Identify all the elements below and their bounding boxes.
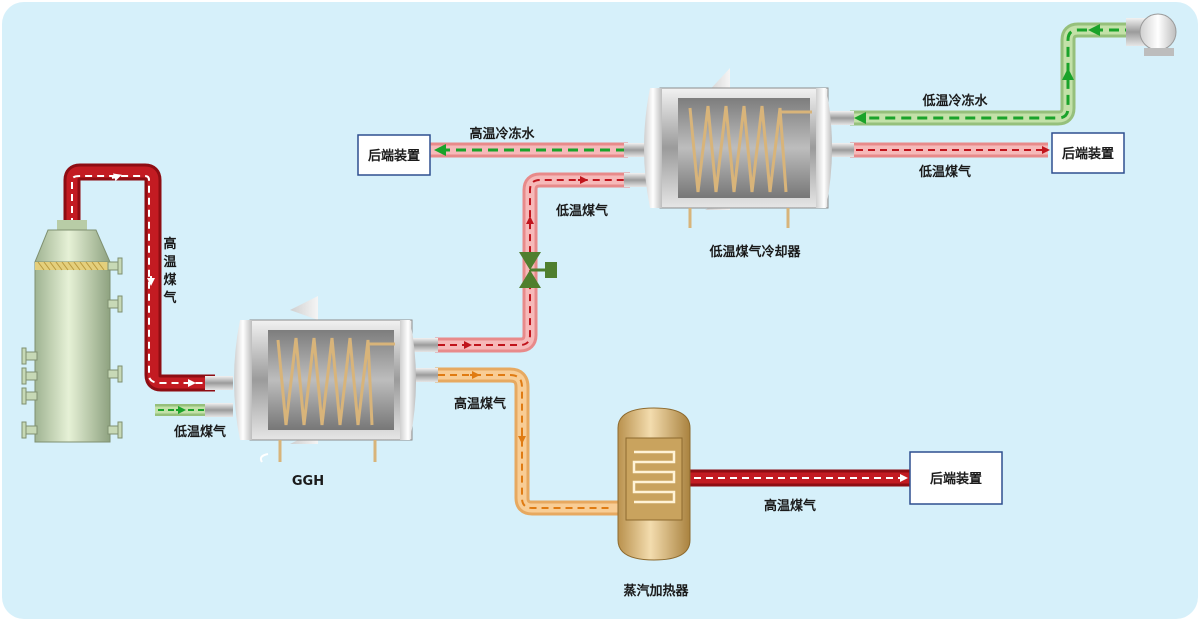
back-device-box-top-left: 后端装置 [357, 134, 431, 176]
cooler-exchanger [624, 68, 854, 228]
scrubber-tower [21, 220, 123, 443]
arrow-icon [111, 173, 122, 182]
back-device-label: 后端装置 [368, 148, 420, 164]
pump-icon [1126, 13, 1177, 56]
low-gas-label-mid: 低温煤气 [555, 203, 608, 219]
control-valve-icon [519, 252, 557, 288]
low-gas-label-left: 低温煤气 [173, 424, 226, 440]
steam-heater-label: 蒸汽加热器 [623, 583, 689, 599]
back-device-label: 后端装置 [1062, 146, 1114, 162]
hot-gas-label-mid: 高温煤气 [454, 396, 506, 412]
cooler-label: 低温煤气冷却器 [708, 244, 801, 260]
low-gas-label-right: 低温煤气 [918, 164, 971, 180]
hot-gas-label-char: 煤 [163, 272, 176, 288]
ggh-exchanger [205, 296, 438, 463]
hot-water-label: 高温冷冻水 [469, 126, 535, 142]
low-water-pipe [850, 22, 1140, 126]
steam-heater [617, 407, 691, 561]
hot-gas-label-bottom: 高温煤气 [764, 498, 816, 514]
low-water-label: 低温冷冻水 [921, 93, 988, 109]
hot-gas-label-char: 温 [163, 255, 176, 270]
high-gas-pipe-ggh-to-heater [435, 367, 618, 516]
hot-gas-label-char: 高 [163, 236, 176, 252]
back-device-box-bottom: 后端装置 [909, 451, 1003, 505]
ggh-label: GGH [292, 474, 324, 489]
hot-gas-label-char: 气 [163, 290, 176, 306]
hot-gas-pipe-tower [63, 163, 215, 392]
back-device-box-top-right: 后端装置 [1051, 132, 1125, 174]
back-device-label: 后端装置 [930, 471, 982, 487]
